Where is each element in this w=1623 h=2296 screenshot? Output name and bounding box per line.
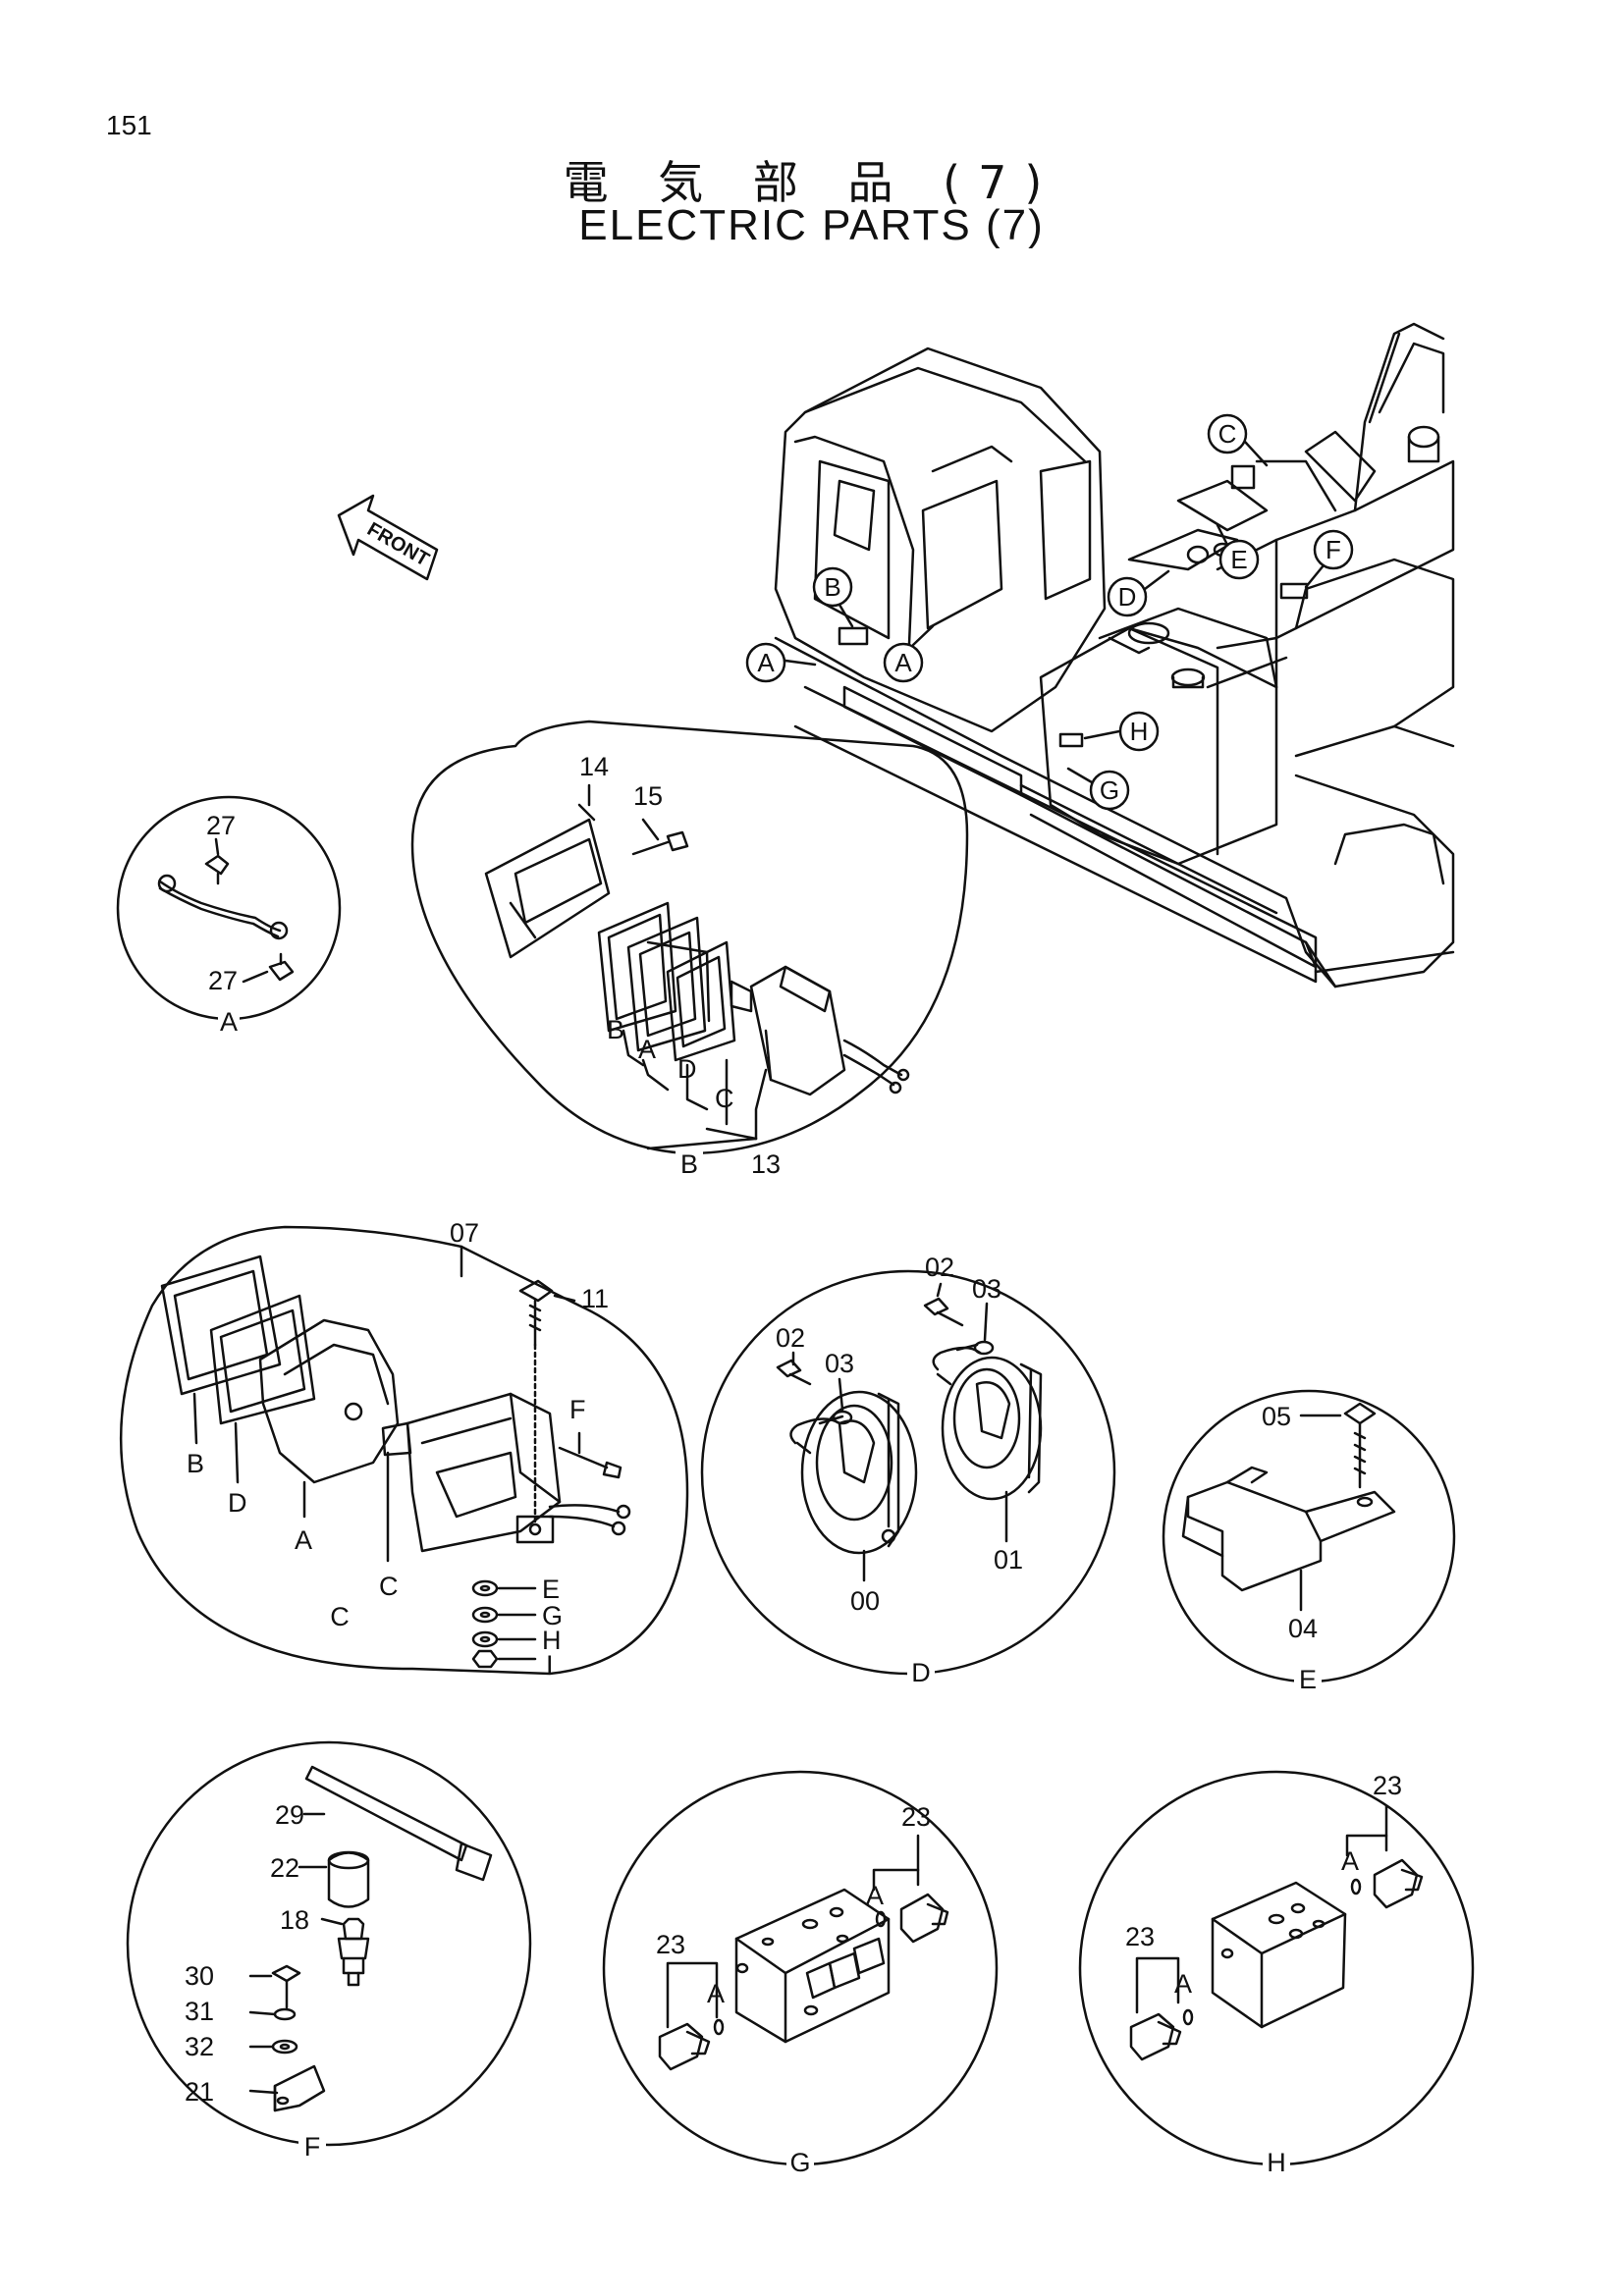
detail-f-label: F	[304, 2132, 321, 2162]
detail-h-part-23-upper: 23	[1373, 1771, 1402, 1800]
machine-callout-e: E	[1216, 523, 1260, 580]
detail-e-part-05: 05	[1262, 1402, 1291, 1431]
svg-text:E: E	[1230, 545, 1247, 574]
detail-a-label: A	[220, 1007, 238, 1037]
detail-c-sub-h: H	[542, 1626, 562, 1655]
detail-d-part-03-right: 03	[972, 1274, 1001, 1304]
svg-text:D: D	[1118, 582, 1137, 612]
svg-text:A: A	[757, 648, 775, 677]
detail-a-part-27-top: 27	[206, 811, 236, 840]
detail-c-part-11: 11	[581, 1284, 609, 1313]
detail-f-part-21: 21	[185, 2077, 214, 2107]
detail-d-part-01: 01	[994, 1545, 1023, 1575]
detail-c-part-07: 07	[450, 1218, 479, 1248]
svg-text:B: B	[824, 572, 840, 602]
detail-c-sub-c: C	[379, 1572, 399, 1601]
detail-c-sub-i: I	[546, 1650, 554, 1680]
detail-c-sub-b: B	[187, 1449, 204, 1478]
detail-h-sub-a-upper: A	[1341, 1846, 1359, 1876]
detail-g-part-23-lower: 23	[656, 1930, 685, 1959]
detail-b-part-15: 15	[633, 781, 663, 811]
detail-c-sub-e: E	[542, 1575, 560, 1604]
svg-text:G: G	[1100, 775, 1119, 805]
detail-d-part-03-left: 03	[825, 1349, 854, 1378]
machine-callout-c: C	[1207, 413, 1269, 467]
detail-d-part-02-right: 02	[925, 1253, 954, 1282]
detail-h-label: H	[1267, 2148, 1286, 2177]
detail-h-part-23-lower: 23	[1125, 1922, 1155, 1951]
svg-text:H: H	[1130, 717, 1149, 746]
detail-b-sub-c: C	[715, 1084, 734, 1113]
detail-a: 27 27 A	[116, 795, 342, 1037]
detail-b: 14 15 13 B A D C B	[410, 720, 969, 1180]
detail-d-part-00: 00	[850, 1586, 880, 1616]
detail-g-label: G	[789, 2148, 810, 2177]
detail-c-sub-f: F	[569, 1395, 586, 1424]
detail-b-sub-d: D	[677, 1054, 697, 1084]
detail-a-part-27-bottom: 27	[208, 966, 238, 995]
detail-d-part-02-left: 02	[776, 1323, 805, 1353]
detail-b-label: B	[680, 1149, 698, 1179]
detail-b-sub-a: A	[638, 1035, 656, 1064]
detail-h-sub-a-lower: A	[1174, 1969, 1192, 1999]
machine-callout-f: F	[1304, 529, 1354, 589]
detail-c-sub-a: A	[295, 1525, 312, 1555]
machine-callout-b: B	[812, 566, 854, 628]
detail-h: 23 23 A A H	[1078, 1770, 1475, 2177]
detail-f-part-18: 18	[280, 1905, 309, 1935]
detail-f-part-31: 31	[185, 1997, 214, 2026]
title-english: ELECTRIC PARTS (7)	[578, 201, 1045, 249]
title-japanese: 電 気 部 品 (7)	[563, 156, 1060, 209]
detail-f-part-32: 32	[185, 2032, 214, 2061]
machine-callout-d: D	[1107, 569, 1170, 617]
detail-f: 29 22 18 30 31 32 21 F	[126, 1740, 532, 2162]
svg-text:C: C	[1218, 419, 1237, 449]
detail-f-part-30: 30	[185, 1961, 214, 1991]
detail-e-label: E	[1299, 1665, 1317, 1694]
svg-text:A: A	[894, 648, 912, 677]
detail-d: 02 03 02 03 01 00 D	[700, 1253, 1116, 1688]
machine-callout-g: G	[1066, 767, 1130, 811]
excavator-overview: A B A C D E F	[745, 322, 1455, 988]
detail-e-part-04: 04	[1288, 1614, 1318, 1643]
svg-text:F: F	[1325, 535, 1341, 564]
detail-d-label: D	[911, 1658, 931, 1687]
detail-g-sub-a-upper: A	[866, 1881, 884, 1910]
detail-f-part-22: 22	[270, 1853, 299, 1883]
detail-g-sub-a-lower: A	[707, 1979, 725, 2008]
detail-f-part-29: 29	[275, 1800, 304, 1830]
detail-g-part-23-upper: 23	[901, 1802, 931, 1832]
page-number: 151	[106, 110, 152, 140]
machine-callout-a: A	[745, 642, 817, 683]
detail-b-sub-b: B	[607, 1015, 624, 1044]
detail-c: 07 11 F B D A C E G H I C	[119, 1218, 689, 1680]
detail-g: 23 23 A A G	[602, 1770, 999, 2177]
machine-callout-a2: A	[883, 624, 935, 683]
machine-callout-h: H	[1083, 711, 1160, 752]
front-arrow-icon: FRONT	[337, 494, 439, 581]
detail-c-sub-d: D	[228, 1488, 247, 1518]
detail-e: 05 04 E	[1162, 1389, 1456, 1696]
detail-b-part-14: 14	[579, 752, 609, 781]
detail-c-sub-g: G	[542, 1601, 563, 1630]
detail-c-label: C	[330, 1602, 350, 1631]
detail-b-part-13: 13	[751, 1149, 781, 1179]
